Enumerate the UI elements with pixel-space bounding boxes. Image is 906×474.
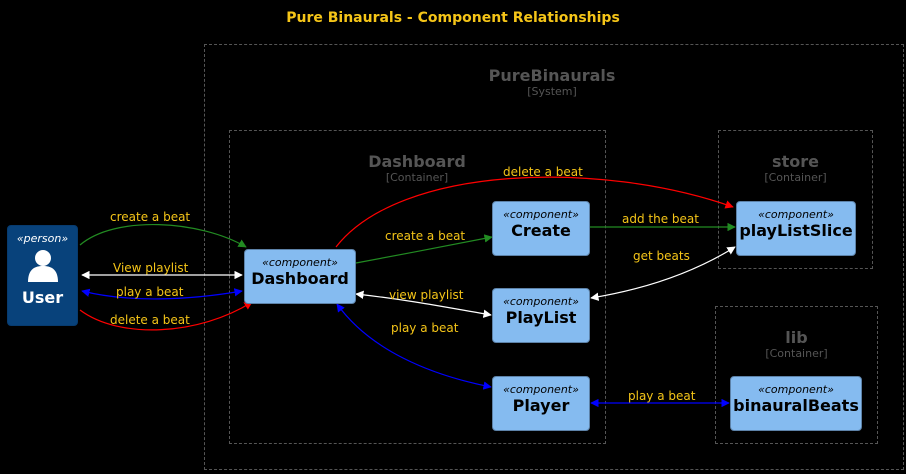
playlist-stereotype: «component» [503, 295, 579, 308]
edge-slice-get [590, 246, 736, 301]
edge-user-play [81, 288, 243, 300]
lib-boundary [715, 306, 878, 444]
edge-user-delete [79, 301, 253, 331]
label-user-play: play a beat [116, 285, 184, 299]
label-dash-delete: delete a beat [503, 165, 583, 179]
lib-container-type: [Container] [765, 347, 828, 360]
user-icon [27, 250, 58, 282]
playlistslice-component[interactable]: «component» playListSlice [736, 201, 856, 256]
system-type: [System] [527, 85, 577, 98]
user-name: User [21, 288, 64, 307]
dashboard-container-name: Dashboard [368, 152, 466, 171]
system-boundary-label: PureBinaurals [System] [452, 66, 652, 98]
user-stereotype: «person» [16, 232, 69, 245]
lib-container-name: lib [785, 328, 808, 347]
player-stereotype: «component» [503, 383, 579, 396]
edge-user-create [79, 224, 247, 248]
dashboard-container-type: [Container] [385, 171, 449, 184]
label-dash-view: view playlist [389, 288, 464, 302]
playlistslice-stereotype: «component» [758, 208, 834, 221]
edge-dash-create [355, 234, 493, 264]
label-create-add: add the beat [622, 212, 699, 226]
label-user-view: View playlist [113, 261, 189, 275]
label-user-delete: delete a beat [110, 313, 190, 327]
label-player-play: play a beat [628, 389, 696, 403]
user-person[interactable]: «person» User [7, 225, 78, 326]
playlistslice-name: playListSlice [739, 221, 853, 240]
binauralbeats-stereotype: «component» [758, 383, 834, 396]
binauralbeats-name: binauralBeats [733, 396, 859, 415]
system-boundary [204, 44, 904, 470]
dashboard-stereotype: «component» [262, 256, 338, 269]
store-container-name: store [772, 152, 819, 171]
create-stereotype: «component» [503, 208, 579, 221]
lib-boundary-label: lib [Container] [715, 328, 878, 360]
dashboard-component[interactable]: «component» Dashboard [244, 249, 356, 304]
edge-dash-play [336, 303, 492, 390]
edge-dash-delete [335, 176, 734, 248]
dashboard-name: Dashboard [251, 269, 349, 288]
player-component[interactable]: «component» Player [492, 376, 590, 431]
store-boundary-label: store [Container] [718, 152, 873, 184]
playlist-name: PlayList [505, 308, 577, 327]
store-boundary [718, 130, 873, 269]
store-container-type: [Container] [764, 171, 827, 184]
playlist-component[interactable]: «component» PlayList [492, 288, 590, 343]
create-name: Create [511, 221, 571, 240]
label-slice-get: get beats [633, 249, 690, 263]
label-dash-play: play a beat [391, 321, 459, 335]
label-user-create: create a beat [110, 210, 191, 224]
player-name: Player [512, 396, 570, 415]
system-name: PureBinaurals [488, 66, 616, 85]
label-dash-create: create a beat [385, 229, 466, 243]
create-component[interactable]: «component» Create [492, 201, 590, 256]
dashboard-boundary-label: Dashboard [Container] [337, 152, 497, 184]
diagram-title: Pure Binaurals - Component Relationships [286, 10, 620, 26]
binauralbeats-component[interactable]: «component» binauralBeats [730, 376, 862, 431]
